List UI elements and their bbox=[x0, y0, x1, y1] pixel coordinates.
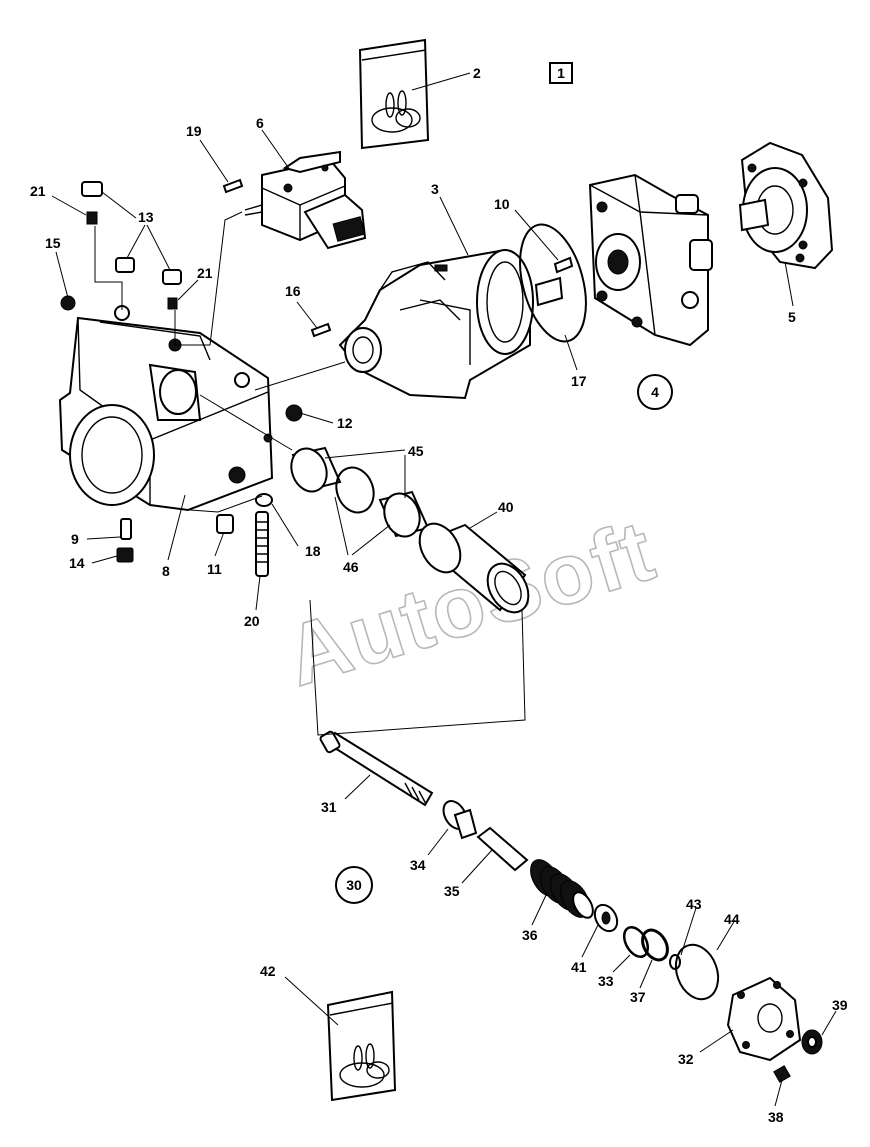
callout-17: 17 bbox=[571, 373, 587, 389]
seal-kit-bag-top bbox=[358, 38, 430, 150]
callout-40: 40 bbox=[498, 499, 514, 515]
group-4-label: 4 bbox=[651, 384, 659, 400]
pin-35 bbox=[476, 826, 529, 872]
plug-14 bbox=[116, 547, 134, 563]
page-number: 1 bbox=[557, 65, 565, 81]
callout-39: 39 bbox=[832, 997, 848, 1013]
group-4-badge: 4 bbox=[637, 374, 673, 410]
callout-6: 6 bbox=[256, 115, 264, 131]
page-number-box: 1 bbox=[549, 62, 573, 84]
callout-labels: 2 19 6 21 13 3 10 15 21 16 5 17 12 45 40… bbox=[30, 65, 848, 1125]
callout-12: 12 bbox=[337, 415, 353, 431]
callout-14: 14 bbox=[69, 555, 85, 571]
spring-seat-41 bbox=[593, 903, 619, 933]
callout-20: 20 bbox=[244, 613, 260, 629]
stud-20 bbox=[255, 511, 269, 577]
tie-bolt-31 bbox=[319, 730, 434, 807]
callout-15: 15 bbox=[45, 235, 61, 251]
pin-19 bbox=[222, 178, 244, 194]
spring-36 bbox=[530, 859, 594, 919]
callout-16: 16 bbox=[285, 283, 301, 299]
callout-44: 44 bbox=[724, 911, 740, 927]
plug-15 bbox=[60, 295, 76, 311]
through-drive-flange bbox=[738, 141, 834, 270]
callout-21-right: 21 bbox=[197, 265, 213, 281]
bushing-45b bbox=[378, 490, 430, 538]
o-ring-33 bbox=[622, 926, 650, 958]
callout-41: 41 bbox=[571, 959, 587, 975]
seal-kit-bag-bottom bbox=[326, 990, 397, 1102]
callout-35: 35 bbox=[444, 883, 460, 899]
callout-31: 31 bbox=[321, 799, 337, 815]
callout-10: 10 bbox=[494, 196, 510, 212]
callout-18: 18 bbox=[305, 543, 321, 559]
ring-46a bbox=[335, 466, 375, 514]
kit-30-label: 30 bbox=[346, 877, 362, 893]
spline-shaft bbox=[534, 276, 564, 307]
callout-34: 34 bbox=[410, 857, 426, 873]
callout-45: 45 bbox=[408, 443, 424, 459]
pump-housing bbox=[58, 316, 274, 512]
o-ring-17 bbox=[519, 223, 587, 343]
port-plate bbox=[588, 173, 713, 347]
pin-10 bbox=[553, 256, 574, 274]
callout-19: 19 bbox=[186, 123, 202, 139]
callout-13: 13 bbox=[138, 209, 154, 225]
callout-37: 37 bbox=[630, 989, 646, 1005]
callout-5: 5 bbox=[788, 309, 796, 325]
callout-11: 11 bbox=[207, 561, 222, 577]
cover-32 bbox=[726, 976, 802, 1062]
callout-3: 3 bbox=[431, 181, 439, 197]
plug-13-b bbox=[162, 269, 182, 310]
collar-34 bbox=[442, 800, 478, 840]
plug-13-a bbox=[115, 257, 135, 273]
nut-39 bbox=[801, 1029, 823, 1055]
screw-38 bbox=[773, 1065, 791, 1083]
callout-21-left: 21 bbox=[30, 183, 46, 199]
plug-12 bbox=[285, 404, 303, 422]
ring-37 bbox=[641, 928, 669, 962]
callout-2: 2 bbox=[473, 65, 481, 81]
pin-9 bbox=[120, 518, 132, 540]
control-valve bbox=[244, 150, 367, 250]
plug-11 bbox=[216, 514, 234, 534]
pin-16 bbox=[310, 322, 332, 338]
o-ring-44 bbox=[674, 943, 720, 1001]
sleeve-40 bbox=[418, 522, 530, 614]
callout-8: 8 bbox=[162, 563, 170, 579]
callout-33: 33 bbox=[598, 973, 614, 989]
kit-30-badge: 30 bbox=[335, 866, 373, 904]
plug-13-upper bbox=[81, 181, 103, 225]
callout-9: 9 bbox=[71, 531, 79, 547]
callout-38: 38 bbox=[768, 1109, 784, 1125]
callout-43: 43 bbox=[686, 896, 702, 912]
callout-42: 42 bbox=[260, 963, 276, 979]
bushing-45a bbox=[290, 446, 342, 493]
leader-lines bbox=[51, 72, 837, 1107]
washer-18 bbox=[255, 493, 273, 507]
callout-36: 36 bbox=[522, 927, 538, 943]
callout-46: 46 bbox=[343, 559, 359, 575]
callout-32: 32 bbox=[678, 1051, 694, 1067]
rotary-group bbox=[338, 248, 534, 400]
